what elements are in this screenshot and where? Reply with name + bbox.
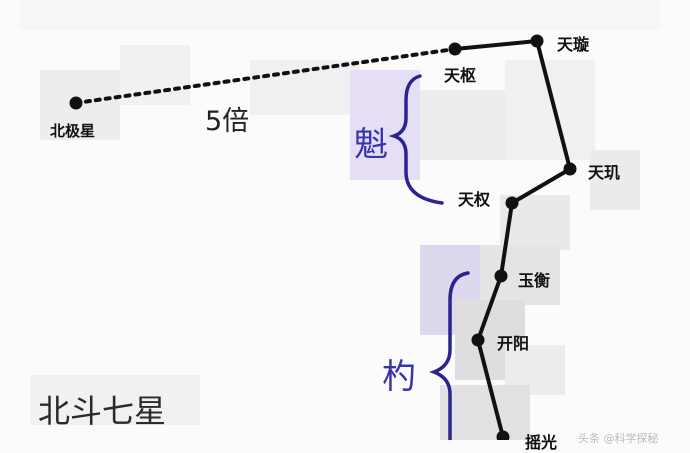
star-label-yaoguang: 摇光 — [525, 433, 558, 452]
bowl-brace — [388, 74, 444, 205]
handle-brace — [429, 271, 470, 440]
star-dot-tianji — [563, 162, 577, 176]
star-dot-yuheng — [494, 269, 508, 283]
constellation-lines — [69, 34, 577, 440]
star-dot-tianquan — [505, 196, 519, 210]
bg-patch — [120, 45, 190, 105]
bg-patch — [590, 150, 640, 210]
star-label-yuheng: 玉衡 — [518, 271, 551, 290]
star-dot-yaoguang — [496, 430, 510, 440]
diagram-title: 北斗七星 — [38, 392, 167, 430]
star-label-tianji: 天玑 — [588, 163, 621, 182]
bg-patch — [505, 60, 595, 160]
watermark-text: 头条 @科学探秘 — [578, 432, 659, 445]
star-dot-polaris — [69, 96, 83, 110]
big-dipper-diagram: 北极星 天枢 天璇 天玑 天权 玉衡 开阳 摇光 魁 杓 5倍 北斗七星 头条 … — [20, 0, 660, 452]
star-label-tianshu: 天枢 — [444, 66, 477, 85]
star-dot-tianshu — [448, 42, 462, 56]
star-label-tianquan: 天权 — [458, 190, 491, 209]
star-label-kaiyang: 开阳 — [497, 334, 530, 353]
distance-ratio-label: 5倍 — [205, 106, 250, 137]
star-label-polaris: 北极星 — [50, 122, 96, 140]
group-label-bowl: 魁 — [354, 125, 388, 165]
bg-patch — [440, 385, 530, 440]
star-label-tianxuan: 天璇 — [557, 35, 590, 54]
star-dot-kaiyang — [471, 333, 485, 347]
star-dot-tianxuan — [530, 34, 544, 48]
bg-patch — [30, 375, 200, 425]
dipper-line — [454, 39, 572, 438]
guide-line-polaris — [74, 47, 457, 105]
group-label-handle: 杓 — [382, 357, 416, 397]
bg-patch — [20, 0, 660, 30]
bg-patch — [420, 90, 510, 160]
